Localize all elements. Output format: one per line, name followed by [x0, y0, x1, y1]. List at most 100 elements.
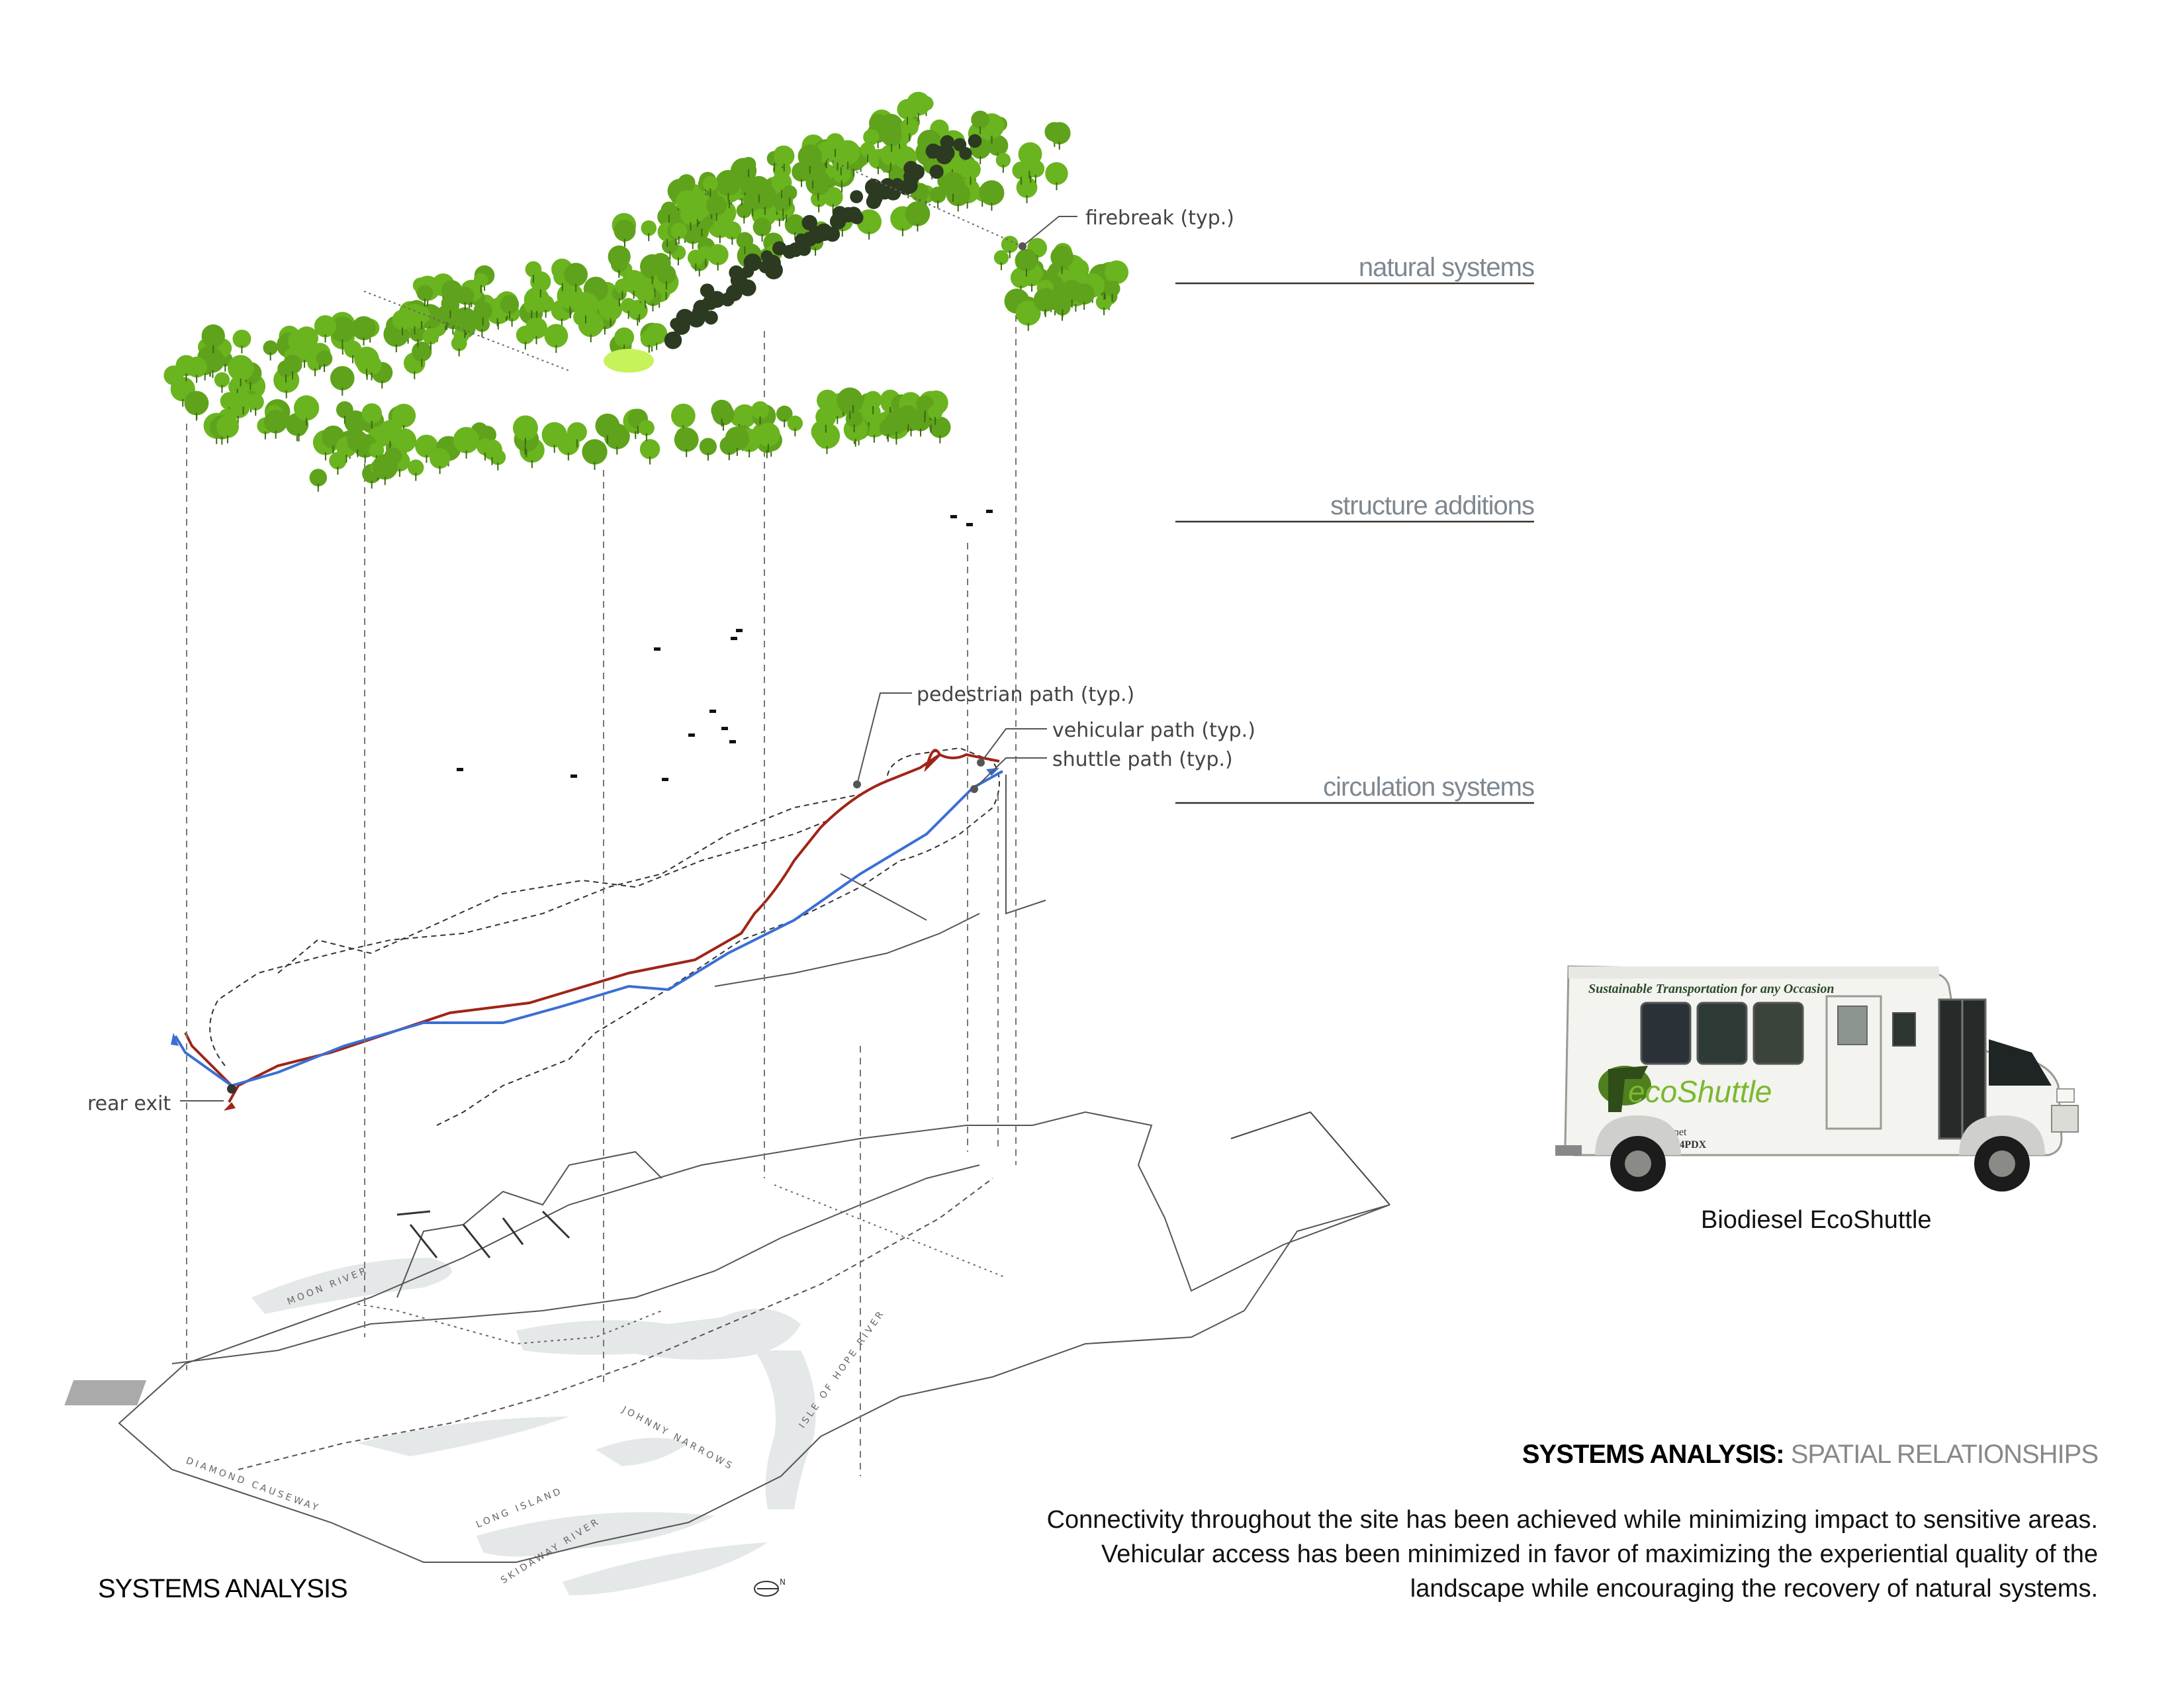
leader-pedestrian	[856, 692, 912, 785]
tree-canopy	[372, 453, 398, 480]
structure-mark	[721, 727, 728, 730]
tree-canopy	[567, 422, 587, 442]
tree-canopy	[330, 365, 355, 391]
tree-canopy	[512, 415, 538, 441]
tree-canopy	[756, 422, 780, 447]
tree-canopy	[314, 315, 337, 338]
tree-canopy	[456, 287, 475, 305]
tree-canopy	[900, 118, 919, 136]
rear-exit-marker	[227, 1084, 236, 1094]
tree-canopy	[347, 430, 369, 452]
firebreak-tree	[880, 178, 895, 193]
callout-vehicular-path: vehicular path (typ.)	[1052, 719, 1255, 742]
tree-canopy	[351, 316, 376, 340]
firebreak-tree	[801, 214, 817, 231]
firebreak-tree	[764, 254, 781, 271]
summary-body: Connectivity throughout the site has bee…	[1046, 1506, 2098, 1603]
tree-canopy	[452, 307, 478, 333]
tree-canopy	[1104, 280, 1120, 297]
structure-mark	[950, 515, 957, 518]
page-title: SYSTEMS ANALYSIS	[98, 1574, 348, 1603]
water-body	[477, 1512, 715, 1557]
structure-mark	[736, 629, 743, 632]
firebreak-trace	[774, 1184, 1007, 1278]
tree-canopy	[995, 152, 1011, 168]
tree-canopy	[730, 409, 749, 427]
firebreak-tree	[721, 292, 735, 306]
firebreak-tree	[704, 310, 718, 325]
tree-canopy	[477, 438, 494, 455]
vehicular-arrow	[224, 1102, 236, 1111]
base-site-map	[64, 1111, 1390, 1563]
tree-canopy	[391, 403, 416, 428]
tree-canopy	[863, 128, 880, 146]
water-body	[516, 1309, 801, 1360]
tree-canopy	[864, 391, 882, 409]
tree-canopy	[412, 341, 432, 362]
tree-canopy	[638, 420, 655, 436]
tree-canopy	[657, 264, 676, 285]
svg-text:N: N	[780, 1577, 786, 1587]
tree-canopy	[782, 185, 797, 201]
tree-canopy	[707, 244, 729, 265]
tree-canopy	[336, 401, 353, 418]
tree-canopy	[1073, 283, 1095, 305]
vertical-guide-lines	[186, 291, 1017, 1476]
tree-canopy	[473, 301, 492, 320]
firebreak-tree	[782, 244, 797, 259]
road-outline	[840, 873, 927, 921]
tree-canopy	[979, 180, 1005, 206]
tree-canopy	[621, 269, 646, 294]
shuttle-arrow	[986, 768, 999, 776]
tree-canopy	[541, 422, 567, 447]
tree-canopy	[993, 250, 1009, 265]
dock-structures	[396, 1210, 570, 1258]
road-outline	[1005, 774, 1046, 915]
tree-canopy	[881, 126, 902, 147]
summary-heading: SYSTEMS ANALYSIS: SPATIAL RELATIONSHIPS	[1476, 1440, 2099, 1470]
tree-canopy	[582, 439, 608, 465]
tree-canopy	[662, 238, 678, 254]
tree-canopy	[639, 439, 660, 459]
tree-canopy	[905, 201, 931, 226]
tree-canopy	[214, 372, 230, 388]
tree-canopy	[641, 220, 657, 236]
tree-canopy	[971, 111, 989, 129]
structure-additions-layer	[457, 510, 993, 781]
tree-canopy	[523, 297, 539, 313]
firebreak-tree	[850, 190, 864, 204]
tree-canopy	[940, 171, 966, 197]
tree-canopy	[453, 426, 480, 453]
tree-canopy	[748, 175, 770, 197]
water-body	[563, 1542, 768, 1595]
firebreak-tree	[829, 213, 846, 230]
shuttle-arrow	[171, 1033, 179, 1046]
summary-heading-light: SPATIAL RELATIONSHIPS	[1790, 1440, 2099, 1469]
vehicular-path	[184, 1032, 233, 1087]
callout-leaders	[180, 216, 1077, 1102]
water-body	[251, 1258, 452, 1314]
tree-canopy	[715, 169, 742, 196]
tree-canopy	[263, 340, 278, 355]
tree-canopy	[247, 393, 264, 410]
tree-canopy	[611, 256, 627, 273]
tree-canopy	[880, 144, 901, 165]
leader-firebreak	[1022, 216, 1077, 247]
callout-shuttle-path: shuttle path (typ.)	[1052, 748, 1233, 771]
tree-canopy	[1050, 246, 1074, 269]
tree-canopy	[884, 410, 908, 434]
firebreak-tree	[743, 253, 762, 271]
ecoshuttle-bus-image: Sustainable Transportation for any Occas…	[1555, 965, 2079, 1192]
firebreak-tree	[846, 207, 862, 222]
tree-canopy	[620, 298, 637, 314]
tree-canopy	[441, 294, 460, 313]
structure-mark	[688, 733, 695, 737]
tree-canopy	[1033, 288, 1058, 312]
tree-canopy	[929, 186, 946, 203]
tree-canopy	[416, 285, 433, 301]
tree-canopy	[430, 448, 451, 469]
tree-canopy	[500, 295, 520, 314]
shuttle-caption: Biodiesel EcoShuttle	[1701, 1206, 1932, 1234]
layer-title-natural-systems: natural systems	[1358, 253, 1535, 282]
